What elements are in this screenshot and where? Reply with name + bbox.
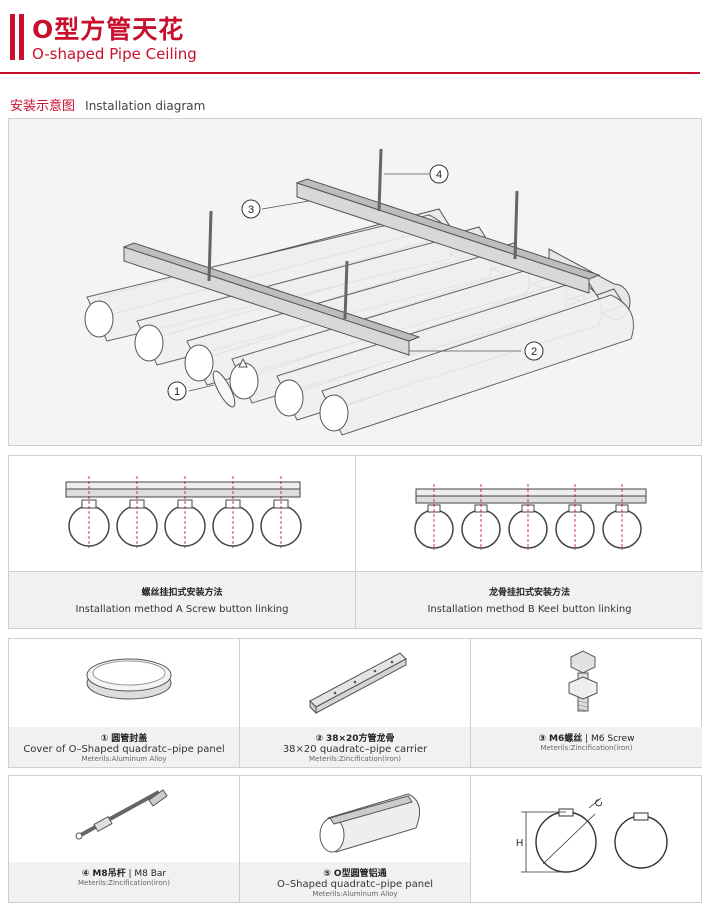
carrier-beam-top — [295, 178, 601, 280]
callout-circle — [429, 164, 449, 184]
part-material: Meterils:Zincification(iron) — [540, 744, 633, 752]
diameter-label: C — [593, 797, 606, 810]
part-number: ② — [315, 734, 324, 744]
part-name-cn: M8吊杆 — [92, 869, 126, 879]
section-title: 安装示意图 Installation diagram — [10, 95, 205, 114]
method-b-drawing — [414, 484, 647, 550]
part-number: ① — [100, 734, 109, 744]
part-caption: ④ M8吊杆 | M8 Bar Meterils:Zincification(i… — [9, 862, 239, 902]
installation-drawing: 1 2 3 4 — [84, 148, 634, 436]
part-card-dimension: H C — [471, 776, 702, 902]
carrier-drawing — [309, 652, 407, 715]
part-name-en: M8 Bar — [134, 869, 167, 879]
hanger-bar-drawing — [75, 789, 168, 840]
height-label: H — [516, 838, 523, 849]
carrier-beam — [65, 481, 301, 490]
part-material: Meterils:Zincification(iron) — [78, 879, 170, 887]
hanger-rod — [377, 148, 383, 212]
part-material: Meterils:Aluminum Alloy — [81, 755, 167, 763]
method-a-drawing — [65, 476, 302, 548]
part-number: ③ — [538, 734, 547, 744]
parts-row-2: ④ M8吊杆 | M8 Bar Meterils:Zincification(i… — [8, 775, 702, 903]
pipe-end — [274, 379, 304, 417]
pipe-end — [229, 362, 259, 400]
hanger-rod — [207, 210, 213, 282]
part-name-cn: 圆管封盖 — [111, 734, 148, 744]
callout-label: 1 — [174, 386, 180, 398]
part-caption: ② 38×20方管龙骨 38×20 quadratc–pipe carrier … — [240, 727, 470, 767]
part-card-screw: ③ M6螺丝 | M6 Screw Meterils:Zincification… — [471, 639, 702, 767]
callout-label: 4 — [436, 169, 442, 181]
header-accent-bar — [10, 14, 15, 60]
part-number: ④ — [81, 869, 90, 879]
method-b-title-en: Installation method B Keel button linkin… — [427, 604, 632, 615]
header-divider — [0, 72, 700, 74]
part-material: Meterils:Aluminum Alloy — [312, 890, 398, 898]
part-name-cn: M6螺丝 — [549, 734, 583, 744]
pipe-cover-drawing — [86, 658, 172, 700]
pipe-end — [134, 324, 164, 362]
part-name-cn: O型圆管铝通 — [333, 869, 387, 879]
part-card-cover: ① 圆管封盖 Cover of O–Shaped quadratc–pipe p… — [9, 639, 240, 767]
pipe-cover-ring — [212, 370, 236, 408]
header-accent-bar — [19, 14, 24, 60]
section-title-en: Installation diagram — [85, 99, 206, 113]
dimension-drawing: H C — [516, 797, 668, 873]
part-name-en: M6 Screw — [591, 734, 635, 744]
pipe-end — [184, 344, 214, 382]
carrier-beam — [65, 488, 301, 498]
parts-row-1: ① 圆管封盖 Cover of O–Shaped quadratc–pipe p… — [8, 638, 702, 768]
part-name-en: 38×20 quadratc–pipe carrier — [282, 744, 428, 755]
part-name-en: Cover of O–Shaped quadratc–pipe panel — [23, 744, 225, 755]
part-card-pipe: ⑤ O型圆管铝通 O–Shaped quadratc–pipe panel Me… — [240, 776, 471, 902]
method-b-caption: 龙骨挂扣式安装方法 Installation method B Keel but… — [356, 571, 703, 628]
callout-label: 2 — [531, 346, 537, 358]
screw-drawing — [568, 650, 598, 712]
section-title-cn: 安装示意图 — [10, 99, 76, 114]
part-material: Meterils:Zincification(iron) — [309, 755, 401, 763]
part-caption: ③ M6螺丝 | M6 Screw Meterils:Zincification… — [471, 727, 702, 767]
pipe-end — [319, 394, 349, 432]
installation-diagram: 1 2 3 4 — [8, 118, 702, 446]
method-b: 龙骨挂扣式安装方法 Installation method B Keel but… — [356, 456, 703, 628]
method-b-title-cn: 龙骨挂扣式安装方法 — [488, 588, 570, 598]
callout-circle — [241, 199, 261, 219]
callout-label: 3 — [248, 204, 254, 216]
page-title-cn: O型方管天花 — [32, 15, 185, 44]
callout-circle — [524, 341, 544, 361]
part-card-bar: ④ M8吊杆 | M8 Bar Meterils:Zincification(i… — [9, 776, 240, 902]
part-caption: ① 圆管封盖 Cover of O–Shaped quadratc–pipe p… — [9, 727, 239, 767]
pipe-body — [321, 294, 634, 436]
callout-circle — [167, 381, 187, 401]
part-name-en: O–Shaped quadratc–pipe panel — [276, 879, 434, 890]
method-a-title-cn: 螺丝挂扣式安装方法 — [141, 588, 223, 598]
part-caption: ⑤ O型圆管铝通 O–Shaped quadratc–pipe panel Me… — [240, 862, 470, 902]
carrier-beam — [415, 488, 647, 497]
carrier-beam — [415, 495, 647, 504]
pipe-end — [84, 300, 114, 338]
method-a-title-en: Installation method A Screw button linki… — [75, 604, 289, 615]
hanger-rod — [513, 190, 519, 260]
page-header: O型方管天花 O-shaped Pipe Ceiling — [0, 0, 710, 80]
method-a: 螺丝挂扣式安装方法 Installation method A Screw bu… — [9, 456, 356, 628]
part-card-carrier: ② 38×20方管龙骨 38×20 quadratc–pipe carrier … — [240, 639, 471, 767]
part-name-cn: 38×20方管龙骨 — [325, 734, 395, 744]
pipe-panel-drawing — [319, 793, 421, 853]
page-title-en: O-shaped Pipe Ceiling — [32, 45, 197, 63]
part-number: ⑤ — [323, 869, 332, 879]
hanger-rod — [343, 260, 349, 320]
arrow-icon — [238, 357, 248, 368]
installation-methods: 螺丝挂扣式安装方法 Installation method A Screw bu… — [8, 455, 703, 629]
method-a-caption: 螺丝挂扣式安装方法 Installation method A Screw bu… — [9, 571, 355, 628]
